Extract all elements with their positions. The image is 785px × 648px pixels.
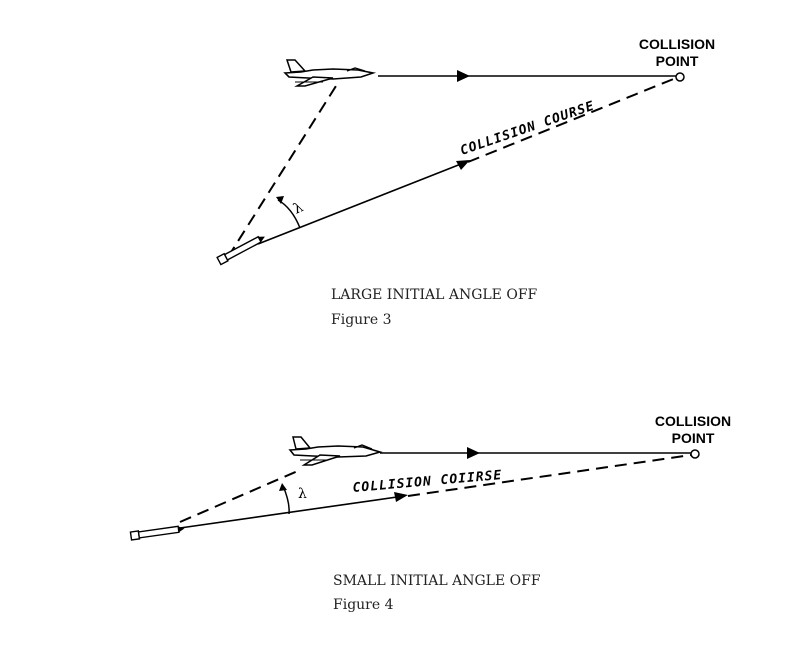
collision-point-label: COLLISION [639,36,715,52]
figure-4-caption-number: Figure 4 [333,597,394,613]
aircraft-icon [288,436,383,466]
figure-4: COLLISION POINT λ COLLISION COIIRSE SMAL… [0,390,785,648]
missile-course-line [257,161,467,245]
aircraft-icon [283,59,377,87]
collision-point-label: COLLISION [655,413,731,429]
collision-point-label-line2: POINT [656,53,699,69]
diagram-large-angle: COLLISION POINT λ COLLISION COURSE [216,36,715,266]
angle-lambda-label: λ [298,486,307,502]
figure-4-caption-title: SMALL INITIAL ANGLE OFF [333,573,541,589]
collision-point-marker [675,72,685,82]
figure-3-caption-number: Figure 3 [331,312,392,328]
collision-point-marker [690,449,700,459]
angle-arc-arrowhead [279,483,287,491]
missile-icon [129,525,185,541]
missile-course-arrowhead [394,492,408,502]
collision-course-dashed [407,454,692,497]
missile-icon [216,235,265,266]
figure-3-caption-title: LARGE INITIAL ANGLE OFF [331,287,538,303]
diagram-small-angle: COLLISION POINT λ COLLISION COIIRSE [129,413,731,541]
missile-course-arrowhead [456,160,470,170]
line-of-sight-dashed [179,469,301,523]
collision-course-label: COLLISION COURSE [458,99,596,159]
missile-course-line [179,495,405,529]
target-path-arrowhead [457,70,470,82]
collision-course-label: COLLISION COIIRSE [352,468,503,496]
target-path-arrowhead [467,447,480,459]
collision-point-label-line2: POINT [672,430,715,446]
figure-3: COLLISION POINT λ COLLISION COURSE LARGE… [216,36,715,328]
angle-arc-arrowhead [276,196,284,204]
line-of-sight-dashed [227,85,337,258]
